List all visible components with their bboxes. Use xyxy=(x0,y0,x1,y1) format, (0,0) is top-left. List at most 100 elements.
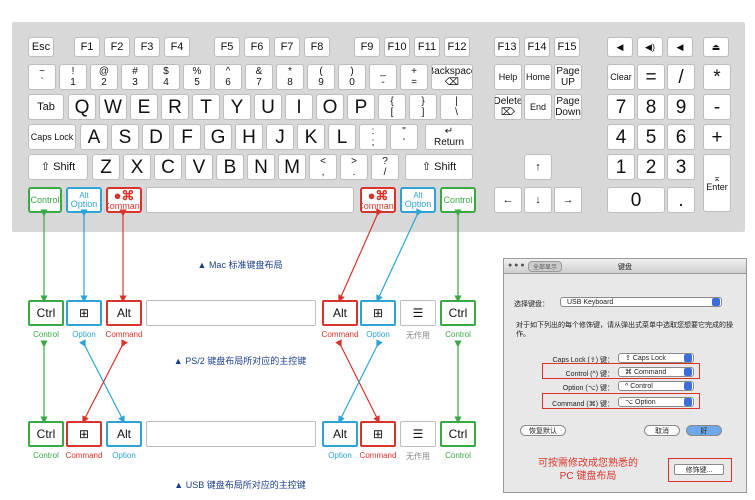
numpad-key-3[interactable]: 3 xyxy=(667,154,695,180)
media-key-1[interactable]: ◀) xyxy=(637,37,663,57)
key-h[interactable]: H xyxy=(235,124,263,150)
arrow-up-key[interactable]: ↑ xyxy=(524,154,552,180)
command-key-select[interactable]: ⌥ Option xyxy=(618,397,694,407)
media-key-0[interactable]: ◀ xyxy=(607,37,633,57)
num-key-6[interactable]: ^6 xyxy=(214,64,242,90)
key-w[interactable]: W xyxy=(99,94,127,120)
delete-key[interactable]: Delete⌦ xyxy=(494,94,522,120)
control-left-key[interactable]: Control xyxy=(28,187,62,213)
help-key[interactable]: Help xyxy=(494,64,522,90)
numpad-key-+[interactable]: + xyxy=(703,124,731,150)
end-key[interactable]: End xyxy=(524,94,552,120)
numpad-key-6[interactable]: 6 xyxy=(667,124,695,150)
caps-lock-select[interactable]: ⇪ Caps Lock xyxy=(618,353,694,363)
key-n[interactable]: N xyxy=(247,154,275,180)
key-x[interactable]: X xyxy=(123,154,151,180)
key-p[interactable]: P xyxy=(347,94,375,120)
modifier-keys-button[interactable]: 修饰键... xyxy=(674,464,724,475)
key-b[interactable]: B xyxy=(216,154,244,180)
key-s[interactable]: S xyxy=(111,124,139,150)
key-j[interactable]: J xyxy=(266,124,294,150)
num-key-9[interactable]: (9 xyxy=(307,64,335,90)
fn-key-esc[interactable]: Esc xyxy=(28,37,54,57)
numpad-enter[interactable]: ⌅Enter xyxy=(703,154,731,212)
num-key-1[interactable]: !1 xyxy=(59,64,87,90)
numpad-0[interactable]: 0 xyxy=(607,187,665,213)
fn-key-f11[interactable]: F11 xyxy=(414,37,440,57)
command-left-key[interactable]: ●⌘Command xyxy=(106,187,142,213)
numpad-key-5[interactable]: 5 xyxy=(637,124,665,150)
keyboard-select[interactable]: USB Keyboard xyxy=(560,297,722,307)
cancel-button[interactable]: 取消 xyxy=(644,425,680,436)
bracket-key-0[interactable]: {[ xyxy=(378,94,406,120)
num-key-12[interactable]: += xyxy=(400,64,428,90)
arrow-left-key[interactable]: ← xyxy=(494,187,522,213)
numpad-key-9[interactable]: 9 xyxy=(667,94,695,120)
fn-key-f1[interactable]: F1 xyxy=(74,37,100,57)
window-controls[interactable]: ● ● ● xyxy=(508,262,525,269)
arrow-right-key[interactable]: → xyxy=(554,187,582,213)
option-key-select[interactable]: ^ Control xyxy=(618,381,694,391)
fn-key-f15[interactable]: F15 xyxy=(554,37,580,57)
key-o[interactable]: O xyxy=(316,94,344,120)
key-z[interactable]: Z xyxy=(92,154,120,180)
backspace-key[interactable]: Backspace⌫ xyxy=(431,64,473,90)
punct-key-0[interactable]: <, xyxy=(309,154,337,180)
shift-right-key[interactable]: ⇧ Shift xyxy=(405,154,473,180)
num-key-11[interactable]: _- xyxy=(369,64,397,90)
num-key-10[interactable]: )0 xyxy=(338,64,366,90)
key-m[interactable]: M xyxy=(278,154,306,180)
backslash-key[interactable]: |\ xyxy=(440,94,473,120)
num-key-7[interactable]: &7 xyxy=(245,64,273,90)
numpad-key-8[interactable]: 8 xyxy=(637,94,665,120)
control-right-key[interactable]: Control xyxy=(440,187,476,213)
ok-button[interactable]: 好 xyxy=(686,425,722,436)
numpad-key-2[interactable]: 2 xyxy=(637,154,665,180)
numpad-key-1[interactable]: 1 xyxy=(607,154,635,180)
key-a[interactable]: A xyxy=(80,124,108,150)
key-d[interactable]: D xyxy=(142,124,170,150)
numpad-dot[interactable]: . xyxy=(667,187,695,213)
key-u[interactable]: U xyxy=(254,94,282,120)
num-key-2[interactable]: @2 xyxy=(90,64,118,90)
numpad-multiply[interactable]: * xyxy=(703,64,731,90)
restore-defaults-button[interactable]: 恢复默认 xyxy=(520,425,566,436)
fn-key-f4[interactable]: F4 xyxy=(164,37,190,57)
key-c[interactable]: C xyxy=(154,154,182,180)
tab-key[interactable]: Tab xyxy=(28,94,64,120)
key-v[interactable]: V xyxy=(185,154,213,180)
key-g[interactable]: G xyxy=(204,124,232,150)
home-key[interactable]: Home xyxy=(524,64,552,90)
media-key-2[interactable]: ◀ xyxy=(667,37,693,57)
fn-key-f10[interactable]: F10 xyxy=(384,37,410,57)
fn-key-f2[interactable]: F2 xyxy=(104,37,130,57)
punct-key-2[interactable]: ?/ xyxy=(371,154,399,180)
fn-key-f7[interactable]: F7 xyxy=(274,37,300,57)
media-key-3[interactable]: ⏏ xyxy=(703,37,729,57)
command-right-key[interactable]: ●⌘Command xyxy=(360,187,396,213)
numpad-key-4[interactable]: 4 xyxy=(607,124,635,150)
semi-key-1[interactable]: "' xyxy=(390,124,418,150)
semi-key-0[interactable]: :; xyxy=(359,124,387,150)
numpad-key--[interactable]: - xyxy=(703,94,731,120)
numpad-clear[interactable]: Clear xyxy=(607,64,635,90)
return-key[interactable]: ↵Return xyxy=(425,124,473,150)
space-key[interactable] xyxy=(146,187,354,213)
key-q[interactable]: Q xyxy=(68,94,96,120)
fn-key-f9[interactable]: F9 xyxy=(354,37,380,57)
key-k[interactable]: K xyxy=(297,124,325,150)
key-y[interactable]: Y xyxy=(223,94,251,120)
caps-lock-key[interactable]: Caps Lock xyxy=(28,124,76,150)
key-f[interactable]: F xyxy=(173,124,201,150)
punct-key-1[interactable]: >. xyxy=(340,154,368,180)
fn-key-f6[interactable]: F6 xyxy=(244,37,270,57)
fn-key-f3[interactable]: F3 xyxy=(134,37,160,57)
fn-key-f8[interactable]: F8 xyxy=(304,37,330,57)
show-all-button[interactable]: 全部显示 xyxy=(528,261,563,272)
num-key-8[interactable]: *8 xyxy=(276,64,304,90)
key-e[interactable]: E xyxy=(130,94,158,120)
key-r[interactable]: R xyxy=(161,94,189,120)
